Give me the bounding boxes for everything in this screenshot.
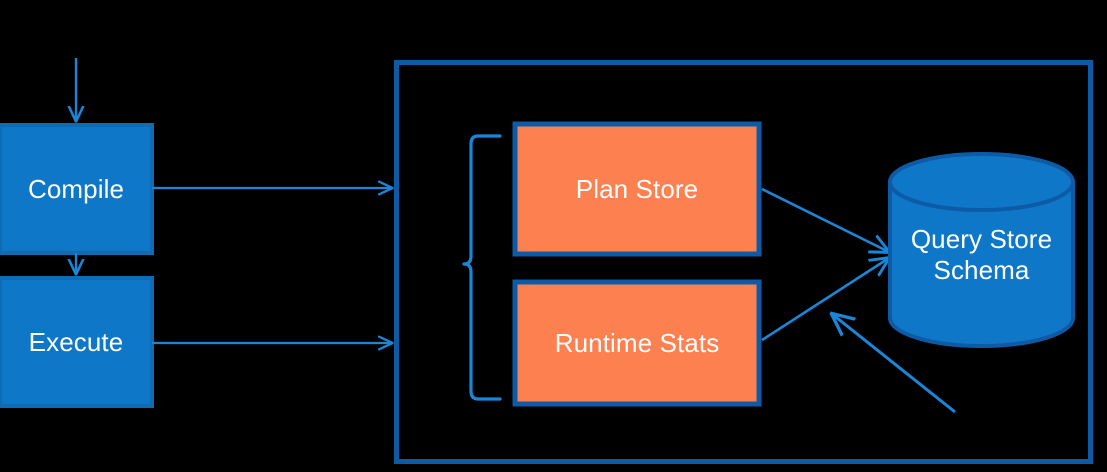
query-store-schema-cylinder	[888, 152, 1075, 348]
query-store-container	[394, 60, 1093, 464]
compile-box-border	[0, 123, 154, 255]
execute-box-border	[0, 276, 154, 408]
plan-store-to-schema-arrow	[761, 187, 889, 252]
runtime-stats-to-schema-arrow	[761, 258, 889, 342]
runtime-stats-box-border	[512, 279, 762, 407]
external-to-schema-arrow	[832, 314, 956, 414]
plan-store-box-border	[512, 121, 762, 257]
grouping-bracket	[462, 134, 502, 401]
